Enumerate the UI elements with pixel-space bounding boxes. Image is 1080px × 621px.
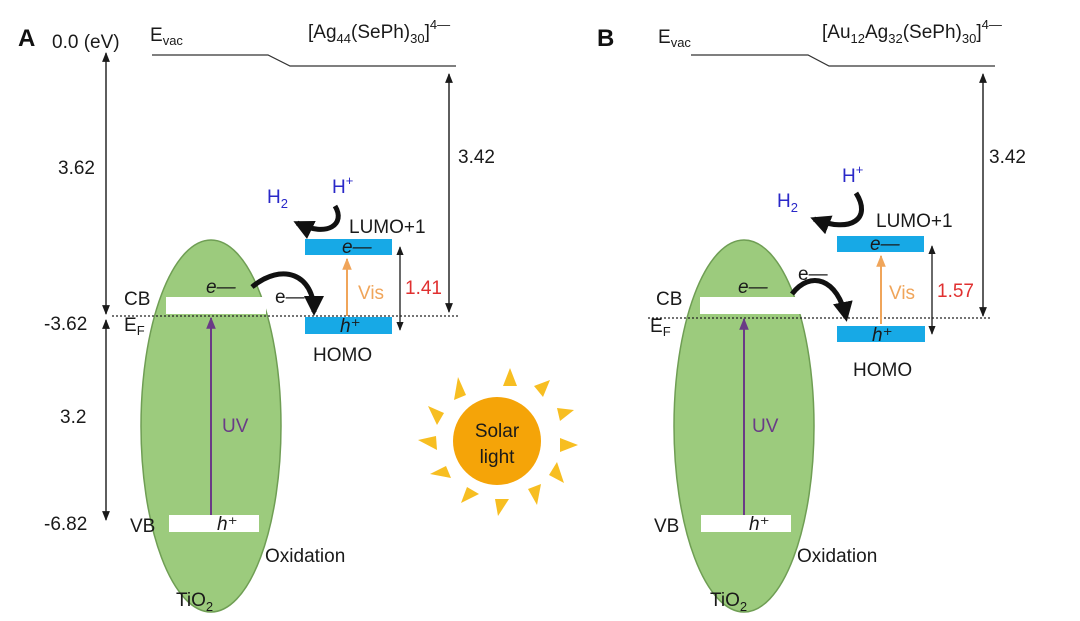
homo-level <box>305 317 392 334</box>
sun-core <box>453 397 541 485</box>
panel-label: B <box>597 25 614 52</box>
vacuum-level-line <box>152 54 456 67</box>
tio2-label: TiO2 <box>176 590 213 614</box>
vacuum-label: Evac <box>658 27 691 50</box>
homo-label: HOMO <box>313 345 372 366</box>
electron-transfer-arrow <box>250 271 324 316</box>
interval-label-lower: 3.2 <box>60 407 86 428</box>
uv-label: UV <box>752 416 779 437</box>
sun-label-line1: Solar <box>475 421 520 442</box>
conduction-band <box>166 297 266 314</box>
hplus-label: H+ <box>332 173 353 198</box>
cluster-formula: [Au12Ag32(SePh)30]4— <box>822 17 1002 46</box>
uv-label: UV <box>222 416 249 437</box>
energy-tick-top: 0.0 (eV) <box>52 32 120 53</box>
vis-label: Vis <box>889 283 915 304</box>
sun-label-line2: light <box>480 447 516 468</box>
lumo-level <box>305 239 392 255</box>
vis-label: Vis <box>358 283 384 304</box>
hydrogen-evolution-arrow <box>293 204 341 239</box>
transfer-electron: e— <box>798 264 828 285</box>
cb-electron: e— <box>738 277 769 298</box>
vacuum-label: Evac <box>150 25 183 48</box>
fermi-label: EF <box>650 316 671 339</box>
vb-label: VB <box>130 516 155 537</box>
electron-transfer-arrow <box>790 278 853 322</box>
valence-band <box>701 515 791 532</box>
panel-label: A <box>18 25 35 52</box>
vb-hole: h⁺ <box>749 514 770 535</box>
lumo-level <box>837 236 924 252</box>
transfer-electron: e— <box>275 287 305 308</box>
cb-electron: e— <box>206 277 237 298</box>
energy-tick-vb: -6.82 <box>44 514 87 535</box>
hydrogen-evolution-arrow <box>810 191 864 235</box>
oxidation-label: Oxidation <box>797 546 877 567</box>
vacuum-level-line <box>691 54 995 67</box>
h2-label: H2 <box>777 191 798 215</box>
gap-value: 1.57 <box>937 281 974 302</box>
fermi-label: EF <box>124 315 145 338</box>
vb-label: VB <box>654 516 679 537</box>
lumo-electron: e— <box>870 234 901 255</box>
homo-hole: h⁺ <box>340 316 361 337</box>
panel-b: B Evac [Au12Ag32(SePh)30]4— 3.42 CB EF V… <box>597 17 1026 614</box>
vb-hole: h⁺ <box>217 514 238 535</box>
panel-a: A 0.0 (eV) -3.62 -6.82 3.62 3.2 Evac [Ag… <box>18 17 495 614</box>
h2-label: H2 <box>267 187 288 211</box>
gap-value: 1.41 <box>405 278 442 299</box>
homo-level <box>837 326 925 342</box>
oxidation-label: Oxidation <box>265 546 345 567</box>
cb-label: CB <box>124 289 150 310</box>
homo-hole: h⁺ <box>872 325 893 346</box>
hplus-label: H+ <box>842 162 863 187</box>
cluster-formula: [Ag44(SePh)30]4— <box>308 17 450 46</box>
lumo-label: LUMO+1 <box>876 211 953 232</box>
lumo-label: LUMO+1 <box>349 217 426 238</box>
conduction-band <box>700 297 801 314</box>
energy-tick-cb: -3.62 <box>44 314 87 335</box>
cluster-vacuum-value: 3.42 <box>989 147 1026 168</box>
cb-label: CB <box>656 289 682 310</box>
lumo-electron: e— <box>342 237 373 258</box>
tio2-label: TiO2 <box>710 590 747 614</box>
homo-label: HOMO <box>853 360 912 381</box>
interval-label-upper: 3.62 <box>58 158 95 179</box>
valence-band <box>169 515 259 532</box>
cluster-vacuum-value: 3.42 <box>458 147 495 168</box>
sun-rays <box>418 368 578 516</box>
solar-light-sun: Solar light <box>418 368 578 516</box>
